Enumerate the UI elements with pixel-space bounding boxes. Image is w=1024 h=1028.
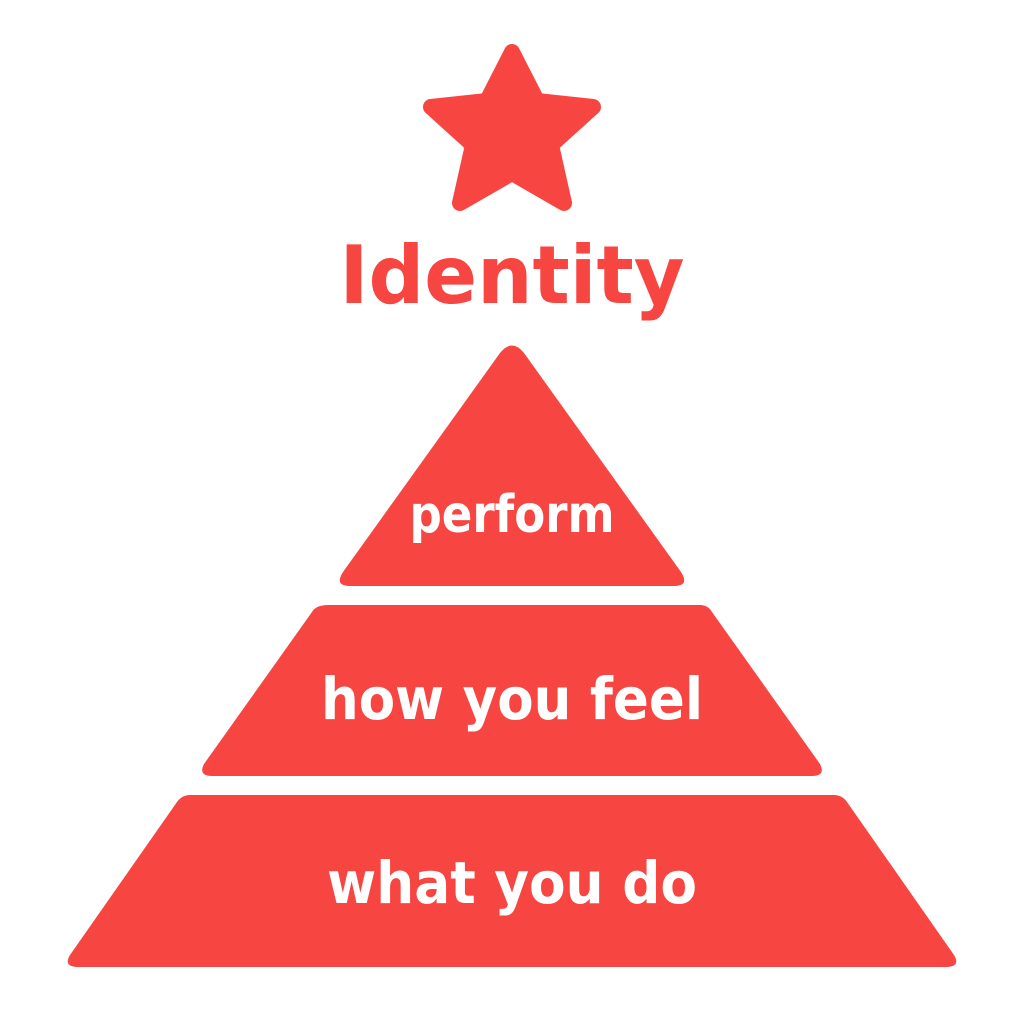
pyramid-tier-middle [202, 605, 822, 776]
identity-title: Identity [340, 229, 685, 322]
pyramid-tier-top [339, 345, 685, 586]
tier-label-what-you-do: what you do [327, 849, 697, 917]
tier-label-perform: perform [410, 485, 615, 545]
tier-label-how-you-feel: how you feel [321, 665, 703, 733]
star-icon [423, 44, 601, 211]
pyramid-tier-bottom [67, 795, 957, 967]
